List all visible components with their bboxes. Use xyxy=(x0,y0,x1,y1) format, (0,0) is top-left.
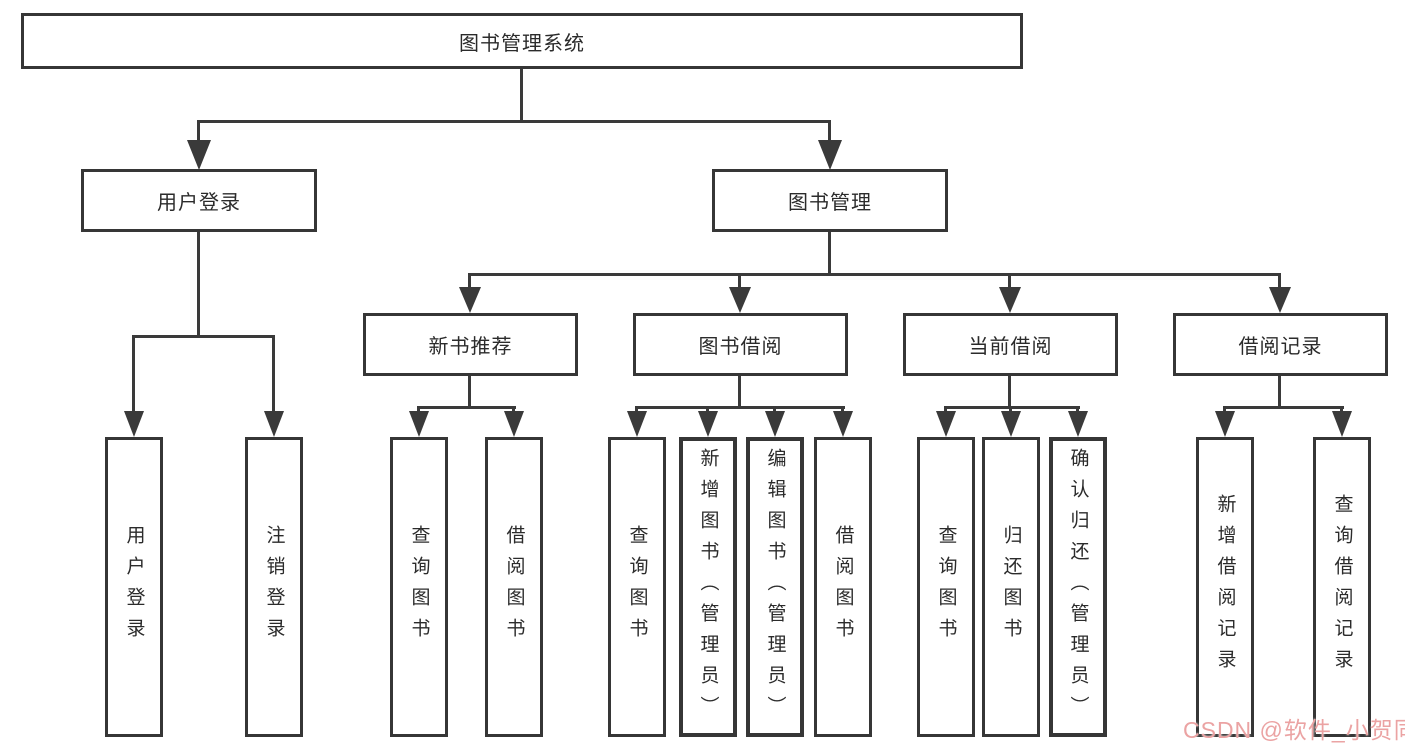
leaf-query-books-borrowing: 查询图书 xyxy=(608,437,666,737)
leaf-query-books-recommend: 查询图书 xyxy=(390,437,448,737)
leaf-borrow-books-recommend: 借阅图书 xyxy=(485,437,543,737)
connector-line xyxy=(1008,376,1011,407)
connector-line xyxy=(468,273,1281,276)
arrow-down-icon xyxy=(729,287,751,313)
node-label: 用户登录 xyxy=(157,192,241,214)
leaf-label: 编辑图书（管理员） xyxy=(764,447,786,727)
connector-line xyxy=(828,120,831,145)
arrow-down-icon xyxy=(264,411,284,437)
leaf-add-borrow-record: 新增借阅记录 xyxy=(1196,437,1254,737)
connector-line xyxy=(738,376,741,407)
arrow-down-icon xyxy=(765,411,785,437)
connector-line xyxy=(520,69,523,120)
leaf-return-books: 归还图书 xyxy=(982,437,1040,737)
connector-line xyxy=(1008,273,1011,291)
connector-line xyxy=(132,335,275,338)
leaf-label: 借阅图书 xyxy=(503,525,525,649)
node-label: 图书管理系统 xyxy=(459,32,585,55)
node-borrowing-records: 借阅记录 xyxy=(1173,313,1388,376)
node-label: 图书借阅 xyxy=(698,336,783,358)
arrow-down-icon xyxy=(1068,411,1088,437)
arrow-down-icon xyxy=(504,411,524,437)
arrow-down-icon xyxy=(936,411,956,437)
leaf-label: 查询图书 xyxy=(626,525,648,649)
leaf-label: 借阅图书 xyxy=(832,525,854,649)
connector-line xyxy=(1223,406,1344,409)
node-label: 新书推荐 xyxy=(428,336,513,358)
leaf-label: 新增借阅记录 xyxy=(1214,494,1236,680)
leaf-borrow-books: 借阅图书 xyxy=(814,437,872,737)
arrow-down-icon xyxy=(124,411,144,437)
node-book-management: 图书管理 xyxy=(712,169,948,232)
leaf-query-books-current: 查询图书 xyxy=(917,437,975,737)
node-label: 借阅记录 xyxy=(1238,336,1323,358)
connector-line xyxy=(944,406,1080,409)
arrow-down-icon xyxy=(459,287,481,313)
leaf-label: 查询图书 xyxy=(408,525,430,649)
leaf-user-login: 用户登录 xyxy=(105,437,163,737)
node-current-borrowing: 当前借阅 xyxy=(903,313,1118,376)
connector-line xyxy=(468,376,471,407)
arrow-down-icon xyxy=(999,287,1021,313)
connector-line xyxy=(468,273,471,291)
connector-line xyxy=(197,232,200,335)
leaf-label: 查询图书 xyxy=(935,525,957,649)
arrow-down-icon xyxy=(818,140,842,170)
leaf-label: 查询借阅记录 xyxy=(1331,494,1353,680)
csdn-watermark: CSDN @软件_小贺同学 xyxy=(1183,717,1405,743)
node-book-borrowing: 图书借阅 xyxy=(633,313,848,376)
connector-line xyxy=(738,273,741,291)
arrow-down-icon xyxy=(1001,411,1021,437)
leaf-label: 新增图书（管理员） xyxy=(697,447,719,727)
arrow-down-icon xyxy=(1269,287,1291,313)
arrow-down-icon xyxy=(409,411,429,437)
leaf-confirm-return-admin: 确认归还（管理员） xyxy=(1049,437,1107,737)
node-new-book-recommend: 新书推荐 xyxy=(363,313,578,376)
connector-line xyxy=(197,120,200,145)
leaf-query-borrow-record: 查询借阅记录 xyxy=(1313,437,1371,737)
arrow-down-icon xyxy=(187,140,211,170)
connector-line xyxy=(132,335,135,415)
connector-line xyxy=(417,406,516,409)
connector-line xyxy=(1278,376,1281,407)
leaf-add-books-admin: 新增图书（管理员） xyxy=(679,437,737,737)
connector-line xyxy=(635,406,845,409)
leaf-label: 用户登录 xyxy=(123,525,145,649)
leaf-label: 确认归还（管理员） xyxy=(1067,447,1089,727)
connector-line xyxy=(828,232,831,273)
connector-line xyxy=(1278,273,1281,291)
leaf-edit-books-admin: 编辑图书（管理员） xyxy=(746,437,804,737)
node-root-system: 图书管理系统 xyxy=(21,13,1023,69)
node-user-login: 用户登录 xyxy=(81,169,317,232)
leaf-label: 注销登录 xyxy=(263,525,285,649)
node-label: 当前借阅 xyxy=(968,336,1053,358)
arrow-down-icon xyxy=(627,411,647,437)
arrow-down-icon xyxy=(833,411,853,437)
arrow-down-icon xyxy=(1215,411,1235,437)
arrow-down-icon xyxy=(698,411,718,437)
leaf-logout: 注销登录 xyxy=(245,437,303,737)
leaf-label: 归还图书 xyxy=(1000,525,1022,649)
connector-line xyxy=(272,335,275,415)
arrow-down-icon xyxy=(1332,411,1352,437)
node-label: 图书管理 xyxy=(788,192,872,214)
connector-line xyxy=(198,120,831,123)
